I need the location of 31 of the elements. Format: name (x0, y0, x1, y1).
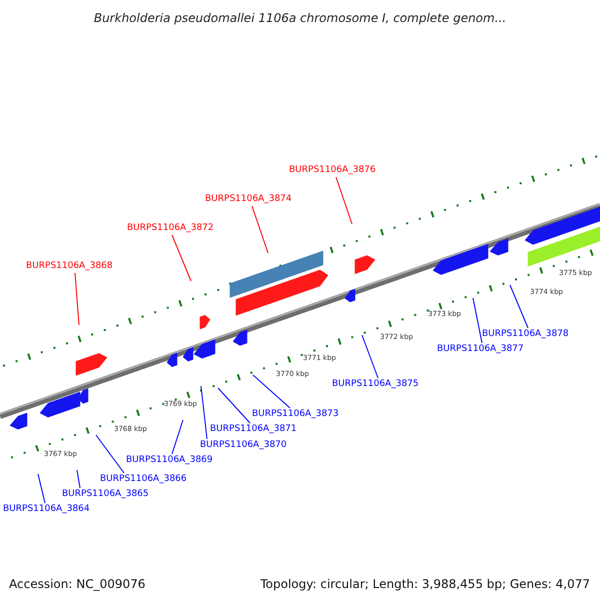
leader-line (252, 374, 290, 408)
gene-label: BURPS1106A_3866 (100, 474, 187, 485)
gene-label: BURPS1106A_3876 (289, 165, 376, 176)
genome-summary-text: Topology: circular; Length: 3,988,455 bp; Genes: 4,077 (260, 576, 590, 593)
gene-label: BURPS1106A_3864 (3, 504, 90, 515)
leader-line (252, 206, 268, 254)
leader-line (74, 272, 80, 326)
leader-line (362, 334, 378, 378)
gene-label: BURPS1106A_3872 (127, 223, 214, 234)
gene-label: BURPS1106A_3878 (482, 329, 569, 340)
leader-line (218, 388, 250, 424)
gene-label: BURPS1106A_3873 (252, 409, 339, 420)
gene-label: BURPS1106A_3868 (26, 261, 113, 272)
accession-text: Accession: NC_009076 (9, 576, 146, 593)
leader-line (472, 298, 482, 344)
leader-line (336, 176, 352, 224)
leader-line (200, 386, 208, 440)
diagram-title: Burkholderia pseudomallei 1106a chromosome I, complete genom... (94, 10, 506, 27)
gene-label: BURPS1106A_3877 (437, 344, 524, 355)
leader-line (510, 284, 528, 328)
leader-line (38, 474, 46, 504)
leader-line (172, 420, 184, 454)
gene-label: BURPS1106A_3865 (62, 489, 149, 500)
gene-label: BURPS1106A_3875 (332, 379, 419, 390)
gene-label: BURPS1106A_3869 (126, 455, 213, 466)
leader-line (76, 470, 80, 488)
gene-label: BURPS1106A_3870 (200, 440, 287, 451)
gene-label: BURPS1106A_3874 (205, 194, 292, 205)
leader-line (172, 234, 192, 282)
leader-line (96, 434, 124, 474)
gene-label: BURPS1106A_3871 (210, 424, 297, 435)
